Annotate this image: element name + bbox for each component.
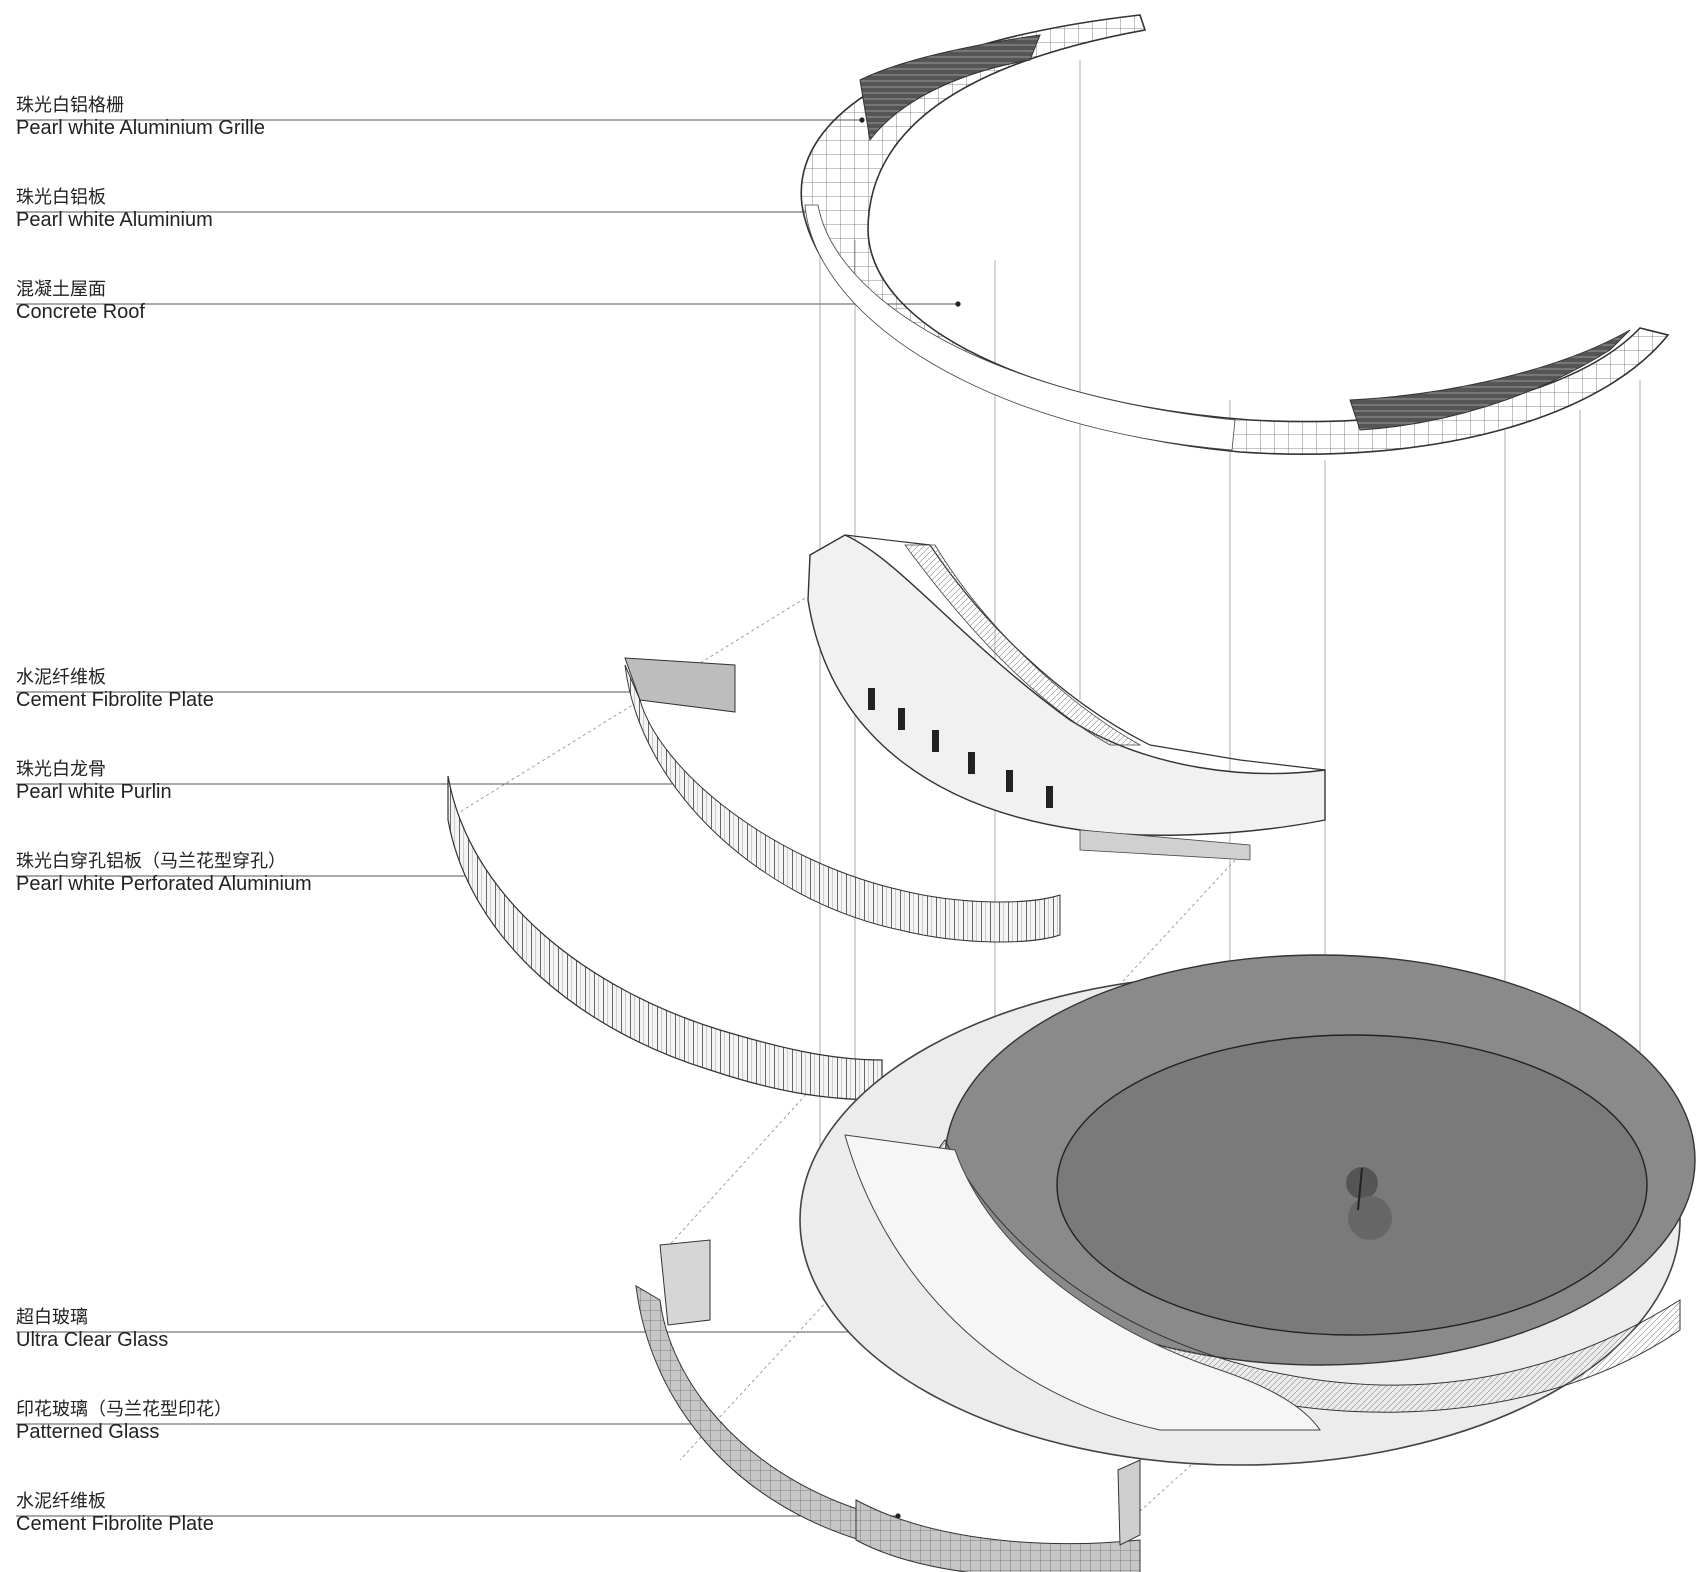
label-zh: 印花玻璃（马兰花型印花） bbox=[16, 1399, 232, 1420]
window-row bbox=[868, 688, 1053, 808]
label-zh: 水泥纤维板 bbox=[16, 667, 106, 688]
label-zh: 珠光白铝板 bbox=[16, 187, 106, 208]
label-en: Pearl white Aluminium Grille bbox=[16, 116, 265, 139]
grille-panel-left bbox=[859, 34, 1041, 142]
label-zh: 超白玻璃 bbox=[16, 1307, 88, 1328]
label-en: Patterned Glass bbox=[16, 1420, 160, 1443]
label-zh: 混凝土屋面 bbox=[16, 279, 106, 300]
grille-panel-right bbox=[1349, 329, 1631, 431]
label-concrete-roof: 混凝土屋面 Concrete Roof bbox=[16, 279, 145, 324]
label-cement-fibrolite-plate-upper: 水泥纤维板 Cement Fibrolite Plate bbox=[16, 667, 214, 712]
label-pearl-white-purlin: 珠光白龙骨 Pearl white Purlin bbox=[16, 759, 172, 804]
label-pearl-white-aluminium: 珠光白铝板 Pearl white Aluminium bbox=[16, 187, 213, 232]
label-cement-fibrolite-plate-lower: 水泥纤维板 Cement Fibrolite Plate bbox=[16, 1491, 214, 1536]
roof-ring bbox=[800, 14, 1670, 455]
label-zh: 水泥纤维板 bbox=[16, 1491, 106, 1512]
roof-ring-outer bbox=[800, 14, 1670, 455]
label-en: Pearl white Purlin bbox=[16, 780, 172, 803]
label-en: Cement Fibrolite Plate bbox=[16, 688, 214, 711]
label-zh: 珠光白穿孔铝板（马兰花型穿孔） bbox=[16, 851, 286, 872]
label-pearl-white-perforated-aluminium: 珠光白穿孔铝板（马兰花型穿孔） Pearl white Perforated A… bbox=[16, 851, 312, 896]
main-plaza bbox=[799, 954, 1696, 1466]
tree bbox=[1346, 1167, 1392, 1240]
cement-fibrolite-upper bbox=[624, 657, 1061, 943]
label-en: Ultra Clear Glass bbox=[16, 1328, 169, 1351]
cement-fibrolite-lower bbox=[855, 1459, 1141, 1572]
upper-floor-module bbox=[807, 534, 1326, 861]
label-en: Pearl white Perforated Aluminium bbox=[16, 872, 312, 895]
lower-courtyard bbox=[844, 1134, 1321, 1431]
label-en: Pearl white Aluminium bbox=[16, 208, 213, 231]
label-patterned-glass: 印花玻璃（马兰花型印花） Patterned Glass bbox=[16, 1399, 232, 1444]
perforated-aluminium-wall bbox=[447, 775, 883, 1101]
label-ultra-clear-glass: 超白玻璃 Ultra Clear Glass bbox=[16, 1307, 169, 1352]
leader-lines bbox=[16, 119, 958, 1517]
label-en: Cement Fibrolite Plate bbox=[16, 1512, 214, 1535]
label-zh: 珠光白龙骨 bbox=[16, 759, 106, 780]
concrete-roof-plain bbox=[804, 204, 1236, 451]
label-zh: 珠光白铝格栅 bbox=[16, 95, 124, 116]
label-pearl-white-aluminium-grille: 珠光白铝格栅 Pearl white Aluminium Grille bbox=[16, 95, 265, 140]
label-en: Concrete Roof bbox=[16, 300, 145, 323]
